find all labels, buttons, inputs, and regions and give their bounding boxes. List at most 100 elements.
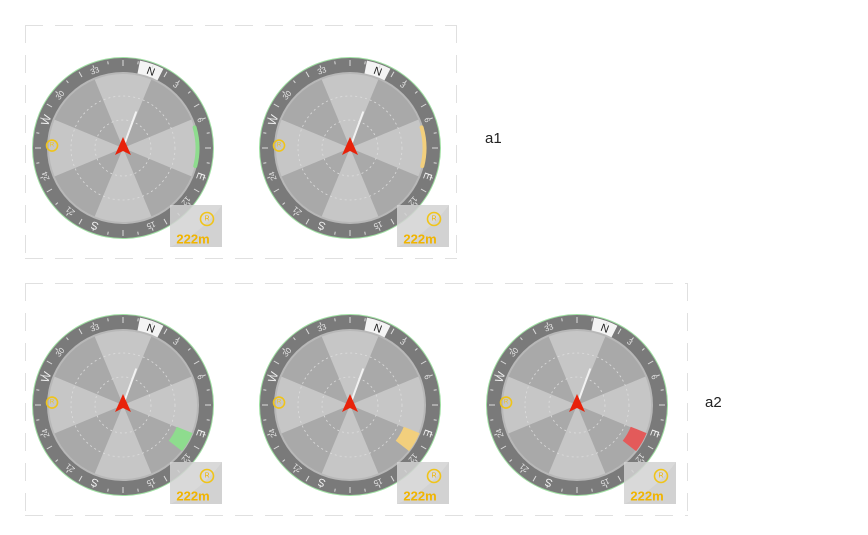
range-ring [548, 376, 606, 434]
bezel-tick [66, 212, 69, 216]
poi-marker-letter: R [277, 400, 282, 406]
dial-sector [276, 376, 350, 434]
dial-sector [123, 336, 192, 405]
badge-marker-letter: R [431, 216, 436, 223]
bezel-number: 33 [89, 65, 101, 77]
bezel-number: 24 [267, 427, 279, 439]
bezel-tick [429, 374, 433, 377]
bezel-tick [78, 71, 83, 78]
bezel-number: 33 [89, 322, 101, 334]
bezel-tick [163, 328, 168, 335]
bezel-tick [494, 374, 498, 377]
bezel-tick [273, 103, 280, 108]
dial-sector [276, 119, 350, 177]
frame-edge [25, 283, 26, 515]
bezel-number: 3 [625, 337, 635, 347]
bezel-tick [429, 176, 433, 179]
bezel-tick [263, 389, 267, 391]
dial-sector [548, 331, 606, 405]
bezel-tick [163, 475, 168, 482]
dial-sector [94, 148, 152, 222]
bezel-tick [36, 389, 40, 391]
bezel-tick [36, 419, 40, 421]
dial-sector [548, 405, 606, 479]
bezel-tick [177, 337, 180, 341]
bezel-tick [187, 202, 191, 205]
bezel-tick [273, 445, 280, 450]
bezel-tick [404, 337, 407, 341]
bezel-tick [647, 445, 654, 450]
bezel-tick [631, 337, 634, 341]
distance-label: 222m [176, 489, 209, 504]
bezel-tick [364, 318, 366, 322]
dial-sector [123, 119, 197, 177]
bezel-tick [206, 389, 210, 391]
dial-sector [281, 405, 350, 474]
poi-marker-icon [45, 139, 59, 152]
bezel-tick [520, 469, 523, 473]
range-ring [297, 352, 403, 458]
badge-marker-letter: R [204, 216, 209, 223]
bezel-tick [319, 65, 322, 69]
poi-marker-icon [499, 396, 513, 409]
bezel-tick [433, 419, 437, 421]
bezel-tick [420, 445, 427, 450]
heading-arc-indicator [419, 125, 427, 169]
bezel-number: 6 [422, 373, 432, 381]
bezel-tick [617, 475, 622, 482]
dial-sector [94, 74, 152, 148]
bezel-tick [561, 318, 563, 322]
east-label: E [420, 428, 434, 439]
position-arrow-icon [569, 394, 585, 412]
bezel-tick [273, 360, 280, 365]
group-label-a2: a2 [705, 394, 722, 411]
bezel-tick [267, 117, 271, 120]
bezel-tick [151, 484, 154, 488]
bezel-tick [92, 322, 95, 326]
bezel-tick [509, 348, 513, 351]
dial-sector [503, 376, 577, 434]
bezel-tick [293, 80, 296, 84]
bezel-tick [78, 475, 83, 482]
bezel-tick [92, 65, 95, 69]
distance-label: 222m [176, 232, 209, 247]
bezel-tick [591, 488, 593, 492]
bezel-tick [305, 71, 310, 78]
bezel-tick [193, 445, 200, 450]
bezel-tick [137, 231, 139, 235]
bezel-tick [660, 389, 664, 391]
dial-sector [54, 405, 123, 474]
bezel-tick [656, 433, 660, 436]
bezel-tick [46, 445, 53, 450]
badge-marker-icon [199, 211, 215, 227]
bezel-tick [520, 337, 523, 341]
badge-panel [170, 205, 222, 247]
range-ring [70, 352, 176, 458]
dial-sector [321, 331, 379, 405]
dial-sector [321, 74, 379, 148]
dial-sector [123, 405, 192, 474]
bezel-tick [390, 71, 395, 78]
bezel-tick [107, 231, 109, 235]
frame-edge [25, 25, 26, 258]
bezel-tick [546, 322, 549, 326]
bezel-tick [137, 61, 139, 65]
bezel-number: 3 [171, 337, 181, 347]
badge-marker-letter: R [658, 473, 663, 480]
poi-marker-letter: R [50, 400, 55, 406]
dial-sector [321, 405, 379, 479]
dial-sector [94, 331, 152, 405]
bezel-tick [107, 61, 109, 65]
bezel-tick [55, 348, 59, 351]
bezel-tick [202, 433, 206, 436]
bezel-number: 6 [195, 373, 205, 381]
dial-sector [350, 336, 419, 405]
bezel-tick [305, 475, 310, 482]
dial-sector [54, 336, 123, 405]
heading-wedge-indicator [622, 426, 647, 452]
bezel-tick [193, 188, 200, 193]
